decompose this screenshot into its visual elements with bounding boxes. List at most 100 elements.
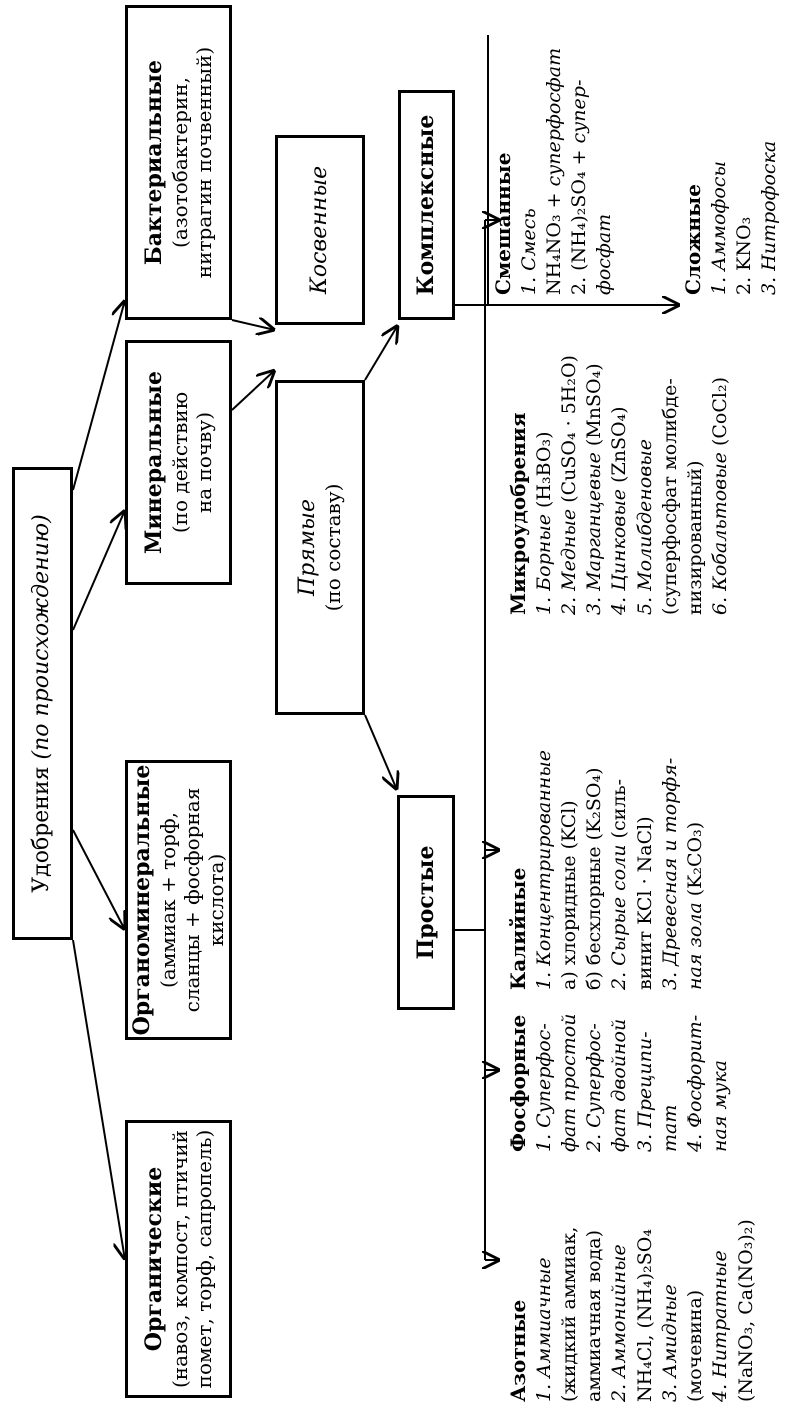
micro-item: низированный)	[683, 355, 708, 615]
micro-item: 2. Медные (CuSO₄ · 5H₂O)	[557, 355, 582, 615]
nitrogen-item-name: 3. Амидные	[658, 1284, 681, 1402]
phosphorus-title: Фосфорные	[506, 1014, 530, 1152]
micro-item: 3. Марганцевые (MnSO₄)	[582, 355, 607, 615]
nitrogen-item-detail: (жидкий аммиак,	[557, 1226, 580, 1402]
mixed-item: 2. (NH₄)₂SO₄ + супер-	[567, 48, 592, 295]
mineral-title: Минеральные	[141, 371, 168, 555]
nitrogen-item-detail: аммиачная вода)	[583, 1229, 606, 1402]
bacterial-box: Бактериальные (азотобактерин, нитрагин п…	[125, 5, 232, 320]
micro-item-detail: (MnSO₄)	[583, 363, 606, 453]
micro-item-name: 3. Марганцевые	[583, 452, 606, 615]
micro-title: Микроудобрения	[506, 412, 530, 615]
direct-box: Прямые (по составу)	[275, 380, 365, 715]
bacterial-line: нитрагин почвенный)	[191, 46, 216, 279]
mineral-line: (по действию	[167, 391, 192, 534]
nitrogen-item: NH₄Cl, (NH₄)₂SO₄	[633, 1219, 658, 1402]
organic-box: Органические (навоз, компост, птичий пом…	[125, 1120, 232, 1398]
arrow-root-bacterial	[72, 300, 125, 491]
nitrogen-item-name: 2. Аммонийные	[608, 1244, 631, 1402]
nitrogen-item-detail: (мочевина)	[684, 1289, 707, 1402]
potassium-item-detail: (силь-	[608, 778, 631, 845]
root-box: Удобрения (по происхождению)	[12, 467, 73, 940]
arrow-mineral-indirect	[231, 320, 275, 330]
nitrogen-item: 1. Аммиачные	[532, 1219, 557, 1402]
organomineral-box: Органоминеральные (аммиак + торф, сланцы…	[125, 760, 232, 1040]
arrow-root-organomineral	[72, 829, 125, 930]
phosphorus-item: фат двойной	[607, 1014, 632, 1152]
potassium-item: 3. Древесная и торфя-	[658, 750, 683, 990]
direct-title: Прямые	[294, 499, 320, 597]
potassium-item-name: 3. Древесная и торфя-	[658, 757, 681, 990]
mixed-item-detail: NH₄NO₃ +	[542, 186, 565, 295]
potassium-item-detail: б) бесхлорные (K₂SO₄)	[583, 767, 606, 990]
phosphorus-item: тат	[658, 1014, 683, 1152]
phosphorus-item: 1. Суперфос-	[532, 1014, 557, 1152]
compound-item: 3. Нитрофоска	[757, 141, 782, 295]
mixed-item: 1. Смесь	[517, 48, 542, 295]
mixed-item: фосфат	[592, 48, 617, 295]
compound-title: Сложные	[681, 184, 705, 295]
micro-item-detail: (суперфосфат молибде-	[658, 378, 681, 615]
organomineral-title: Органоминеральные	[129, 764, 156, 1036]
micro-item-detail: (CuSO₄ · 5H₂O)	[557, 355, 580, 509]
nitrogen-item: аммиачная вода)	[582, 1219, 607, 1402]
mixed-item-name: 1. Смесь	[517, 208, 540, 295]
mineral-box: Минеральные (по действию на почву)	[125, 340, 232, 585]
nitrogen-item-name: 4. Нитратные	[709, 1250, 732, 1402]
nitrogen-item-name: 1. Аммиачные	[532, 1257, 555, 1402]
micro-item-name: 1. Борные	[532, 514, 555, 615]
nitrogen-item: 3. Амидные	[658, 1219, 683, 1402]
phosphorus-item: фат простой	[557, 1014, 582, 1152]
mixed-item: NH₄NO₃ + суперфосфат	[542, 48, 567, 295]
micro-item-name: 4. Цинковые	[608, 488, 631, 615]
complex-title: Комплексные	[413, 114, 440, 296]
potassium-item-detail: винит KCl · NaCl)	[633, 816, 656, 990]
mixed-item-name: фосфат	[593, 213, 616, 295]
micro-item-detail: (H₃BO₃)	[532, 431, 555, 515]
nitrogen-item: (мочевина)	[683, 1219, 708, 1402]
root-qualifier: (по происхождению)	[29, 514, 55, 760]
potassium-item: б) бесхлорные (K₂SO₄)	[582, 750, 607, 990]
nitrogen-item: 2. Аммонийные	[607, 1219, 632, 1402]
mixed-item-detail: 2. (NH₄)₂SO₄ +	[568, 143, 591, 295]
phosphorus-item-name: 1. Суперфос-	[532, 1023, 555, 1152]
nitrogen-item-detail: (NaNO₃, Ca(NO₃)₂)	[734, 1219, 757, 1402]
arrow-mineral-direct	[231, 370, 275, 411]
mineral-line: на почву)	[191, 411, 216, 514]
potassium-item: 2. Сырые соли (силь-	[607, 750, 632, 990]
nitrogen-item: (NaNO₃, Ca(NO₃)₂)	[734, 1219, 759, 1402]
nitrogen-item: (жидкий аммиак,	[557, 1219, 582, 1402]
mixed-title: Смешанные	[491, 152, 515, 295]
compound-item: 1. Аммофосы	[707, 141, 732, 295]
organomineral-line: (аммиак + торф,	[155, 812, 180, 988]
micro-item: 5. Молибденовые	[633, 355, 658, 615]
micro-item-detail: низированный)	[684, 460, 707, 615]
micro-item-name: 6. Кобальтовые	[709, 452, 732, 615]
phosphorus-item: 2. Суперфос-	[582, 1014, 607, 1152]
micro-item-detail: (CoCl₂)	[709, 377, 732, 453]
potassium-item-detail: а) хлоридные (KCl)	[557, 800, 580, 990]
mixed-item-name: супер-	[568, 79, 591, 144]
compound-item-name: 1. Аммофосы	[707, 161, 730, 295]
compound-item-name: 3. Нитрофоска	[758, 140, 781, 295]
bacterial-line: (азотобактерин,	[167, 77, 192, 248]
direct-line: (по составу)	[321, 483, 346, 612]
mixed-item-name: суперфосфат	[542, 47, 565, 187]
potassium-item: винит KCl · NaCl)	[633, 750, 658, 990]
phosphorus-item-name: фат двойной	[608, 1018, 631, 1152]
potassium-item-name: ная зола	[684, 902, 707, 990]
micro-item: 4. Цинковые (ZnSO₄)	[607, 355, 632, 615]
micro-item: (суперфосфат молибде-	[658, 355, 683, 615]
organic-line: помет, торф, сапропель)	[191, 1129, 216, 1389]
potassium-item: 1. Концентрированные	[532, 750, 557, 990]
micro-item: 1. Борные (H₃BO₃)	[532, 355, 557, 615]
complex-box: Комплексные	[398, 90, 455, 320]
simple-box: Простые	[397, 795, 455, 1010]
